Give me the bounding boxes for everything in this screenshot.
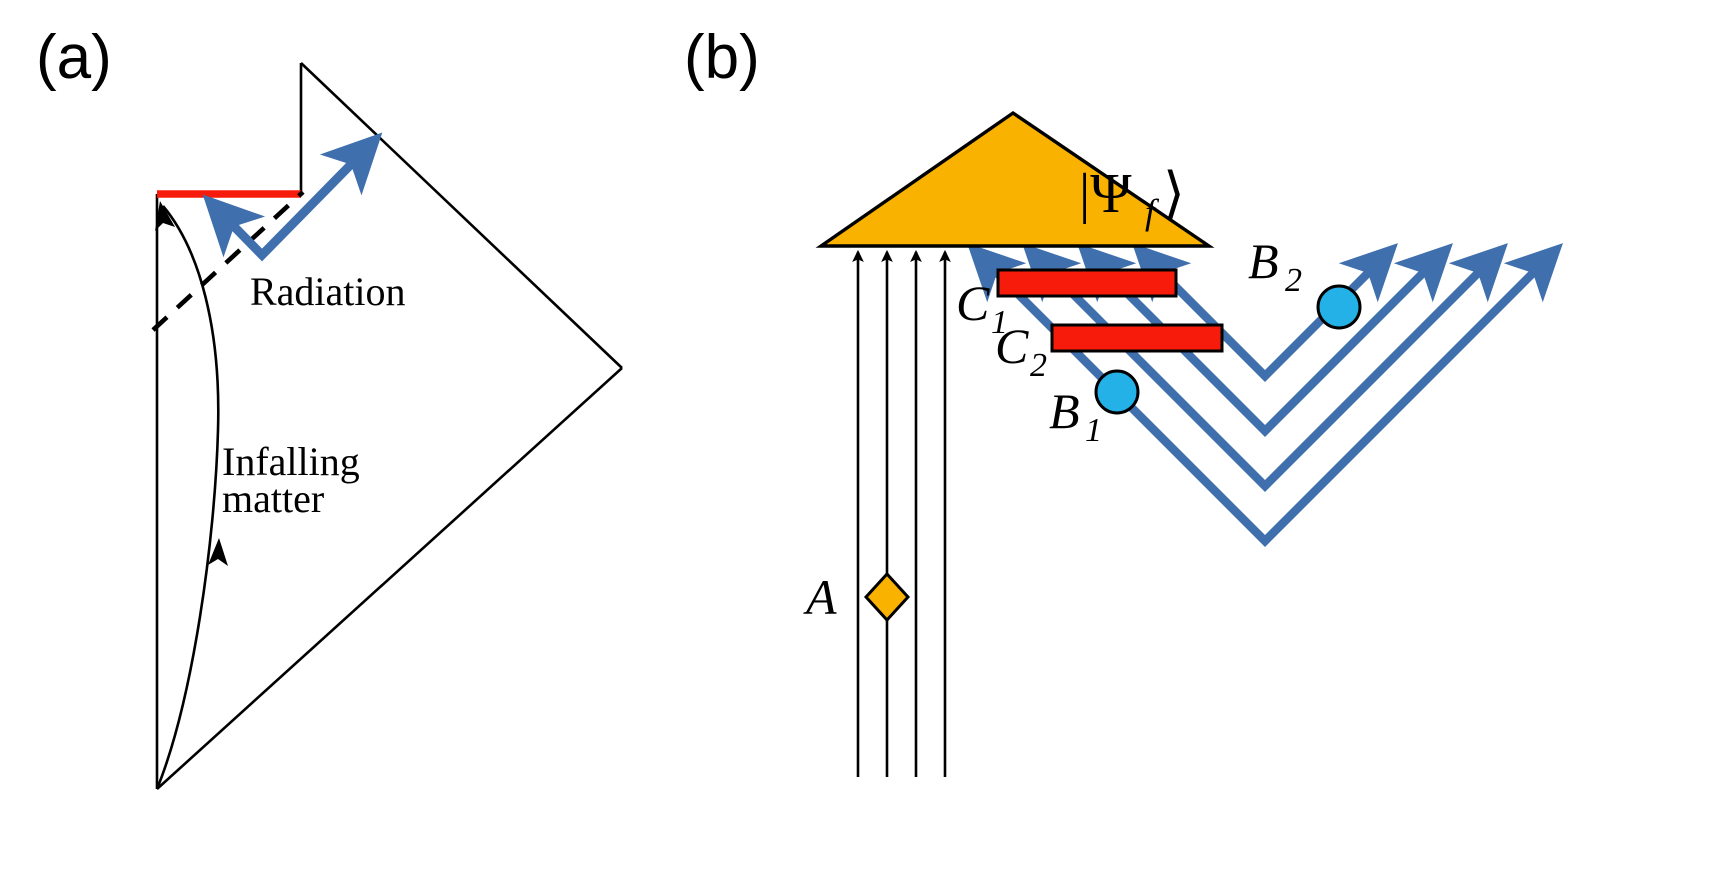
- radiation-ray: [202, 132, 383, 262]
- infalling-matter-label-line1: Infalling: [222, 439, 360, 484]
- panel-a: (a) Radiation Infalling matter: [36, 23, 623, 790]
- ket-psi-f-bar: |Ψ: [1079, 163, 1132, 225]
- label-c2: C: [995, 318, 1029, 374]
- label-a: A: [803, 569, 837, 625]
- vertical-infall-lines: [852, 249, 951, 777]
- panel-b: (b) |Ψ f ⟩: [684, 23, 1563, 777]
- panel-b-label: (b): [684, 23, 760, 92]
- past-null-infinity: [156, 367, 623, 790]
- panel-b-labels: A B 1 B 2 C 1 C 2: [803, 233, 1302, 625]
- label-b2: B: [1248, 233, 1279, 289]
- radiation-label: Radiation: [250, 269, 406, 314]
- infalling-matter-worldline: [155, 205, 220, 790]
- blue-circle-b1: [1094, 369, 1140, 415]
- red-bar-c2: [1050, 323, 1224, 353]
- label-c2-subscript: 2: [1030, 347, 1047, 384]
- label-b1-subscript: 1: [1085, 412, 1102, 449]
- label-c1: C: [956, 275, 990, 331]
- matter-arrowhead-mid: [208, 538, 228, 566]
- future-null-infinity: [300, 62, 623, 369]
- label-b1: B: [1049, 383, 1080, 439]
- red-bar-c1: [996, 268, 1178, 298]
- ket-psi-f-close: ⟩: [1163, 163, 1185, 225]
- final-state-triangle: |Ψ f ⟩: [815, 110, 1215, 248]
- blue-circle-b2: [1316, 284, 1362, 330]
- triangle-shape: [815, 110, 1215, 248]
- label-b2-subscript: 2: [1285, 262, 1302, 299]
- infalling-matter-label-line2: matter: [222, 476, 324, 521]
- label-c1-subscript: 1: [991, 304, 1008, 341]
- panel-a-label: (a): [36, 23, 112, 92]
- matter-arrowhead-top: [155, 201, 175, 231]
- v-ray-3: [1077, 243, 1453, 438]
- yellow-diamond-a: [863, 571, 911, 623]
